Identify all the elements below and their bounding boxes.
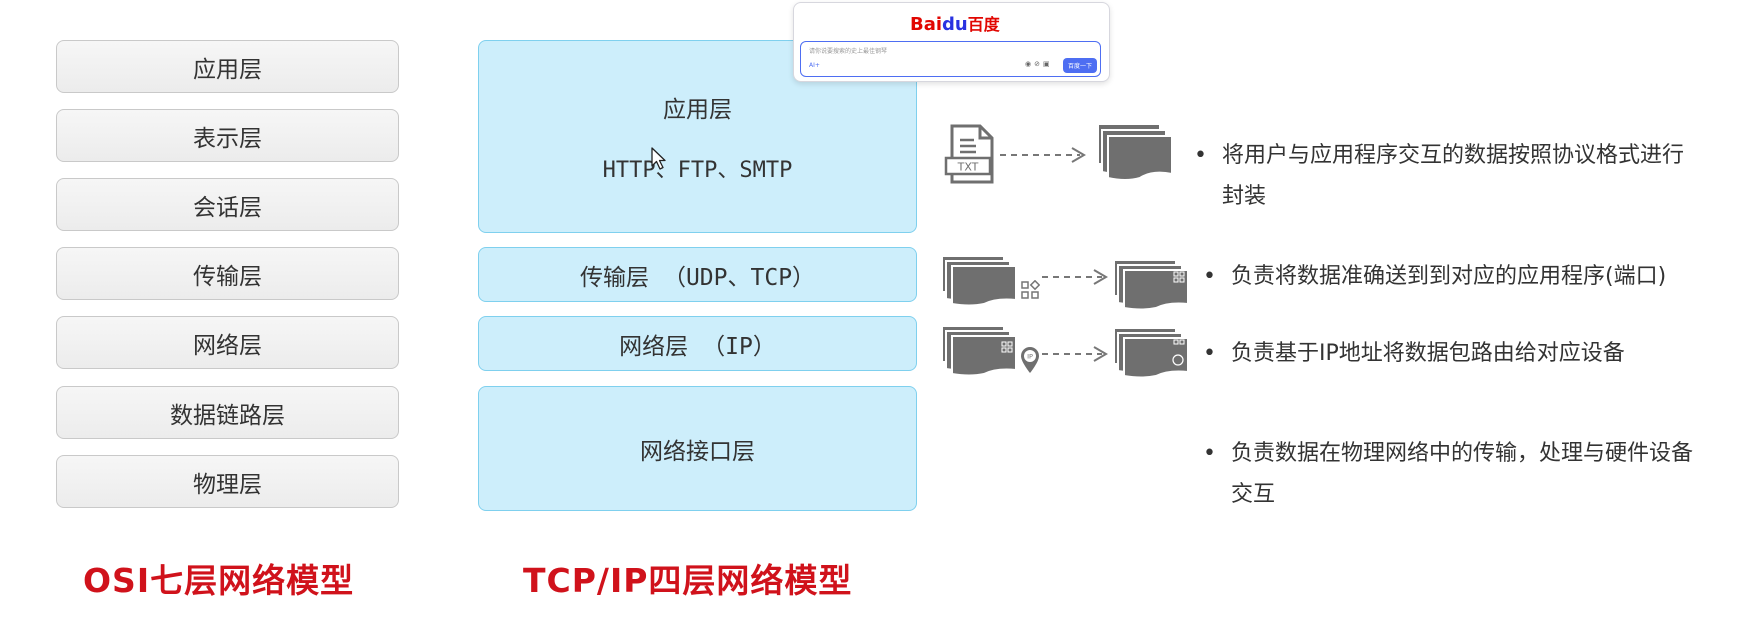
description-application: • 将用户与应用程序交互的数据按照协议格式进行 封装 [1194, 135, 1685, 217]
tcpip-caption: TCP/IP四层网络模型 [523, 561, 853, 600]
port-grid-icon [1021, 280, 1040, 299]
mouse-cursor-icon [651, 147, 666, 170]
description-network: • 负责基于IP地址将数据包路由给对应设备 [1203, 333, 1625, 374]
description-line: 封装 [1222, 184, 1267, 209]
baidu-ai-toggle[interactable]: AI+ [809, 62, 820, 69]
dashed-arrow-icon [1042, 346, 1108, 362]
bullet-dot: • [1203, 264, 1216, 289]
txt-label: TXT [957, 161, 979, 174]
packet-with-port-icon [1113, 259, 1189, 311]
osi-layer-data-link: 数据链路层 [56, 386, 399, 439]
osi-layer-transport: 传输层 [56, 247, 399, 300]
osi-layer-label: 物理层 [193, 471, 262, 498]
description-line: 负责数据在物理网络中的传输，处理与硬件设备 [1231, 441, 1694, 466]
baidu-search-button[interactable]: 百度一下 [1063, 58, 1097, 73]
txt-file-icon: TXT [944, 124, 994, 184]
baidu-search-placeholder: 请你说要搜索的史上最佳钢琴 [809, 48, 888, 55]
packet-with-port-icon [941, 325, 1017, 377]
dashed-arrow-icon [1042, 269, 1108, 285]
data-packet-stack-icon [941, 255, 1017, 307]
ip-pin-icon: IP [1021, 347, 1039, 373]
osi-caption: OSI七层网络模型 [83, 561, 355, 600]
baidu-search-popup: Baidu百度 请你说要搜索的史上最佳钢琴 AI+ ◉⊘▣ 百度一下 [793, 2, 1110, 82]
osi-layer-label: 应用层 [193, 56, 262, 83]
osi-layer-label: 表示层 [193, 125, 262, 152]
tcpip-application-title: 应用层 [663, 96, 732, 123]
osi-layer-presentation: 表示层 [56, 109, 399, 162]
osi-layer-label: 传输层 [193, 263, 262, 290]
osi-layer-label: 数据链路层 [170, 402, 285, 429]
bullet-dot: • [1203, 441, 1216, 466]
description-line: 交互 [1231, 482, 1276, 507]
baidu-logo-cn: 百度 [967, 15, 1000, 34]
dashed-arrow-icon [1000, 147, 1086, 163]
description-link: • 负责数据在物理网络中的传输，处理与硬件设备 交互 [1203, 433, 1694, 515]
tcpip-transport-protocols: （UDP、TCP） [662, 264, 816, 291]
osi-layer-network: 网络层 [56, 316, 399, 369]
osi-layer-session: 会话层 [56, 178, 399, 231]
ip-pin-label: IP [1027, 353, 1033, 361]
data-packet-stack-icon [1097, 123, 1173, 181]
tcpip-transport-name: 传输层 [579, 264, 649, 291]
description-transport: • 负责将数据准确送到到对应的应用程序(端口) [1203, 256, 1667, 297]
tcpip-layer-transport: 传输层 （UDP、TCP） [478, 247, 917, 302]
tcpip-layer-link: 网络接口层 [478, 386, 917, 511]
description-line: 负责将数据准确送到到对应的应用程序(端口) [1231, 264, 1667, 289]
osi-layer-label: 网络层 [193, 332, 262, 359]
description-line: 负责基于IP地址将数据包路由给对应设备 [1231, 341, 1625, 366]
osi-layer-physical: 物理层 [56, 455, 399, 508]
tcpip-layer-network: 网络层 （IP） [478, 316, 917, 371]
tcpip-network-name: 网络层 [619, 333, 689, 360]
osi-layer-label: 会话层 [193, 194, 262, 221]
baidu-logo-bai: Bai [910, 14, 943, 35]
tcpip-application-protocols: HTTP、FTP、SMTP [602, 157, 793, 183]
description-line: 将用户与应用程序交互的数据按照协议格式进行 [1222, 143, 1685, 168]
packet-with-ip-icon [1113, 327, 1189, 379]
tcpip-link-title: 网络接口层 [640, 438, 755, 465]
baidu-search-input[interactable]: 请你说要搜索的史上最佳钢琴 AI+ ◉⊘▣ 百度一下 [800, 41, 1101, 77]
baidu-logo-du: du [942, 14, 968, 35]
bullet-dot: • [1203, 341, 1216, 366]
osi-layer-application: 应用层 [56, 40, 399, 93]
bullet-dot: • [1194, 143, 1207, 168]
baidu-input-tools-icon[interactable]: ◉⊘▣ [1025, 60, 1053, 68]
tcpip-network-protocols: （IP） [702, 333, 776, 360]
baidu-logo: Baidu百度 [910, 11, 1000, 35]
